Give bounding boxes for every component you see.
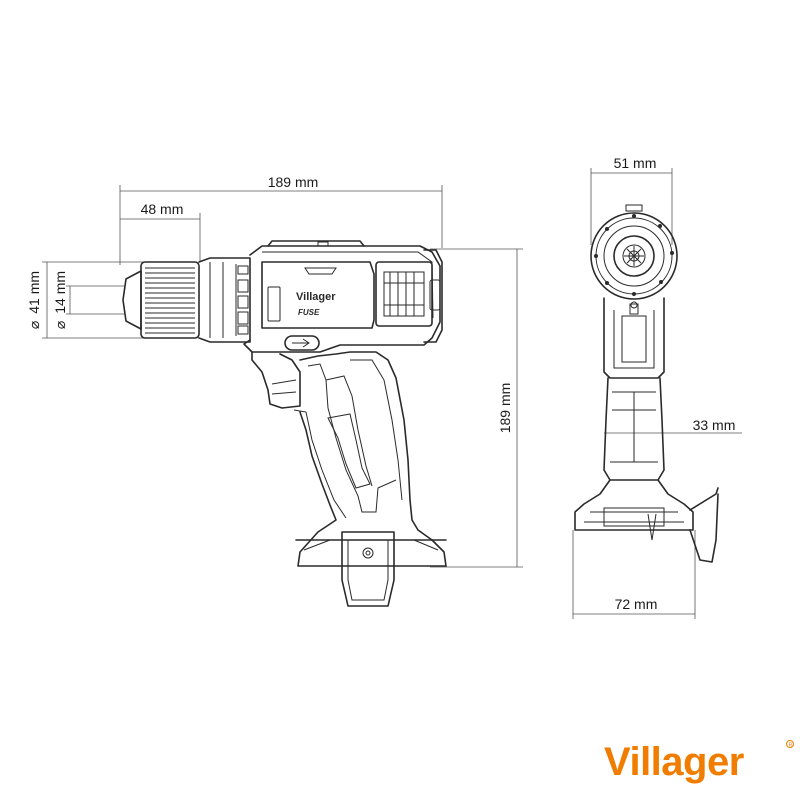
- label-handle-width: 33 mm: [693, 417, 736, 433]
- label-base-width: 72 mm: [615, 596, 658, 612]
- svg-text:⌀ 41 mm: ⌀ 41 mm: [26, 271, 42, 329]
- dimension-front-width-top: 51 mm: [590, 155, 673, 245]
- direction-switch: [284, 335, 320, 351]
- label-diameter-inner: 14 mm: [52, 271, 68, 314]
- belt-clip: [341, 531, 395, 607]
- tool-brand-label: Villager: [296, 291, 336, 303]
- drill-front-view: [574, 204, 719, 563]
- tool-series-label: FUSE: [298, 308, 320, 317]
- torque-scale: [237, 265, 249, 335]
- label-overall-length: 189 mm: [268, 174, 319, 190]
- label-diameter-outer: 41 mm: [26, 271, 42, 314]
- motor-vent-grille: [375, 261, 433, 327]
- label-overall-height: 189 mm: [497, 383, 513, 434]
- logo-text: Villager: [604, 740, 744, 784]
- chuck-teeth: [594, 214, 674, 296]
- dimension-overall-height: 189 mm: [430, 248, 523, 568]
- trigger: [251, 351, 301, 409]
- dimension-chuck-length: 48 mm: [120, 201, 201, 262]
- label-chuck-length: 48 mm: [141, 201, 184, 217]
- label-front-width-top: 51 mm: [614, 155, 657, 171]
- villager-logo: Villager R: [604, 740, 794, 784]
- svg-text:R: R: [789, 742, 793, 748]
- svg-text:⌀ 14 mm: ⌀ 14 mm: [52, 271, 68, 329]
- dimension-diameter-inner: ⌀ 14 mm: [52, 271, 125, 329]
- dimension-base-width: 72 mm: [572, 530, 696, 619]
- dimension-handle-width: 33 mm: [604, 417, 742, 434]
- drill-side-view: Villager FUSE: [122, 240, 447, 607]
- diameter-symbol-outer: ⌀: [26, 321, 42, 329]
- dimension-overall-length: 189 mm: [119, 174, 443, 265]
- front-belt-clip: [689, 487, 719, 563]
- diameter-symbol-inner: ⌀: [52, 321, 68, 329]
- chuck-knurling: [145, 267, 195, 334]
- dimension-diameter-outer: ⌀ 41 mm: [26, 261, 145, 339]
